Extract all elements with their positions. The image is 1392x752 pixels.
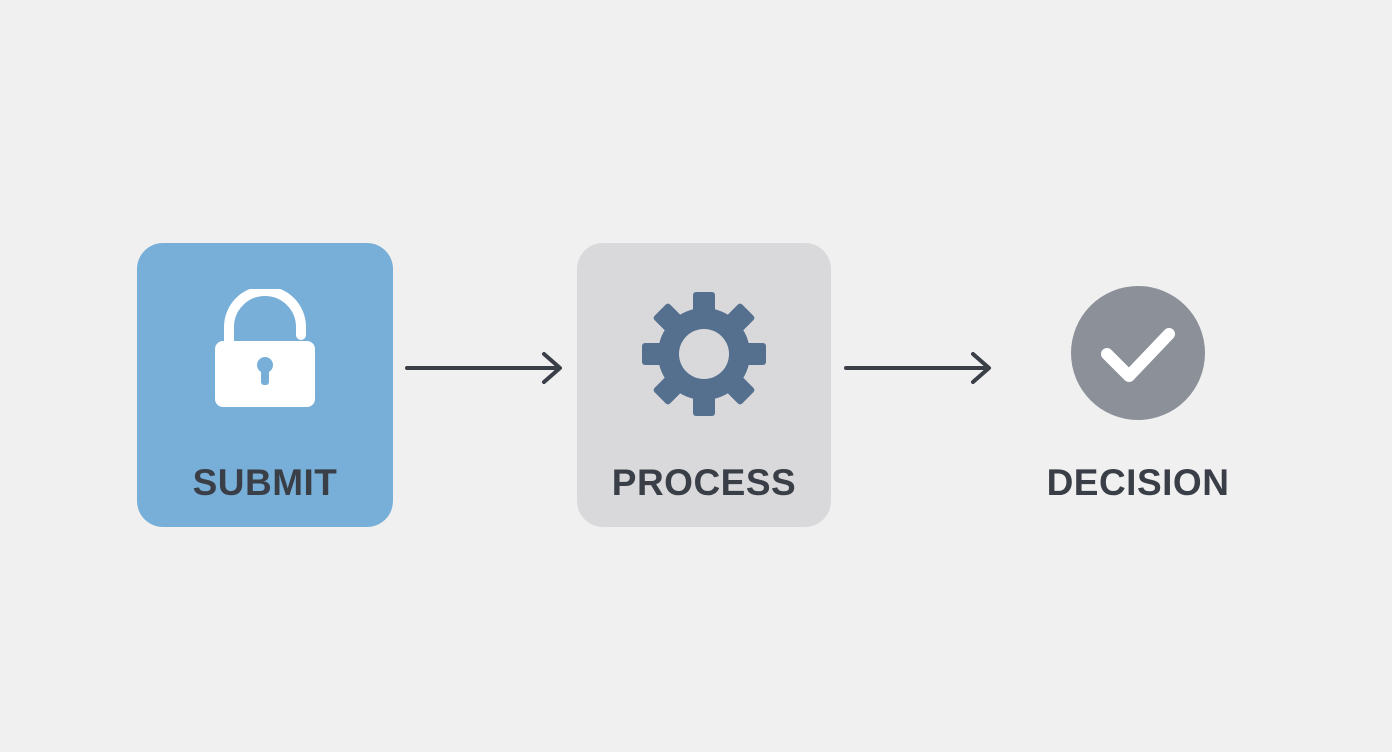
step-decision: DECISION (1010, 243, 1266, 527)
step-submit-label: SUBMIT (192, 462, 338, 503)
gear-icon (642, 292, 766, 416)
check-circle-icon (1071, 286, 1205, 420)
step-submit: SUBMIT (137, 243, 393, 527)
step-process: PROCESS (577, 243, 831, 527)
step-process-label: PROCESS (611, 462, 797, 503)
arrow-right-icon (405, 352, 562, 384)
arrow-right-icon (844, 352, 991, 384)
step-decision-label: DECISION (1046, 462, 1230, 503)
lock-icon (215, 289, 315, 407)
